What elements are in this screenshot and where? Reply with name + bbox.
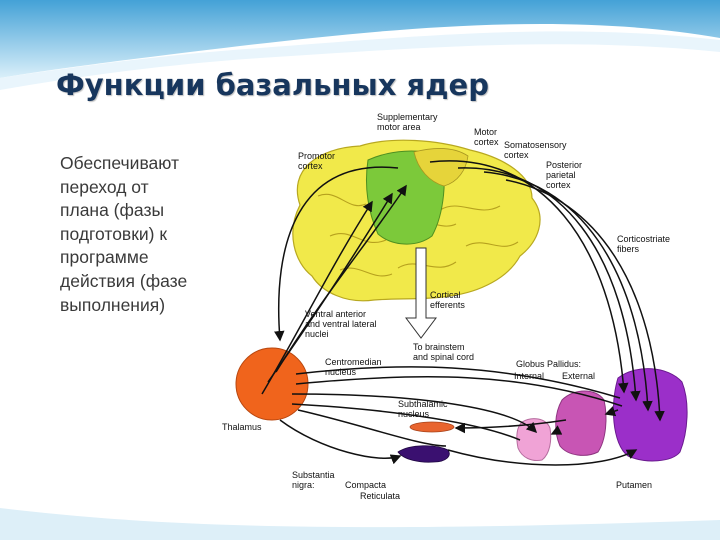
label-globus-pallidus: Globus Pallidus: bbox=[516, 359, 581, 369]
slide-body-text: Обеспечивают переход от плана (фазы подг… bbox=[60, 152, 232, 317]
label-globus-external: External bbox=[562, 371, 595, 381]
label-thalamus: Thalamus bbox=[222, 422, 262, 432]
subthalamic-nucleus-shape bbox=[410, 422, 454, 432]
label-putamen: Putamen bbox=[616, 480, 652, 490]
globus-pallidus-external-shape bbox=[556, 391, 606, 455]
label-globus-internal: Internal bbox=[514, 371, 544, 381]
putamen-shape bbox=[613, 369, 687, 461]
label-compacta: Compacta bbox=[345, 480, 386, 490]
label-reticulata: Reticulata bbox=[360, 491, 400, 501]
slide-title: Функции базальных ядер bbox=[56, 68, 489, 102]
substantia-nigra-shape bbox=[398, 446, 449, 462]
